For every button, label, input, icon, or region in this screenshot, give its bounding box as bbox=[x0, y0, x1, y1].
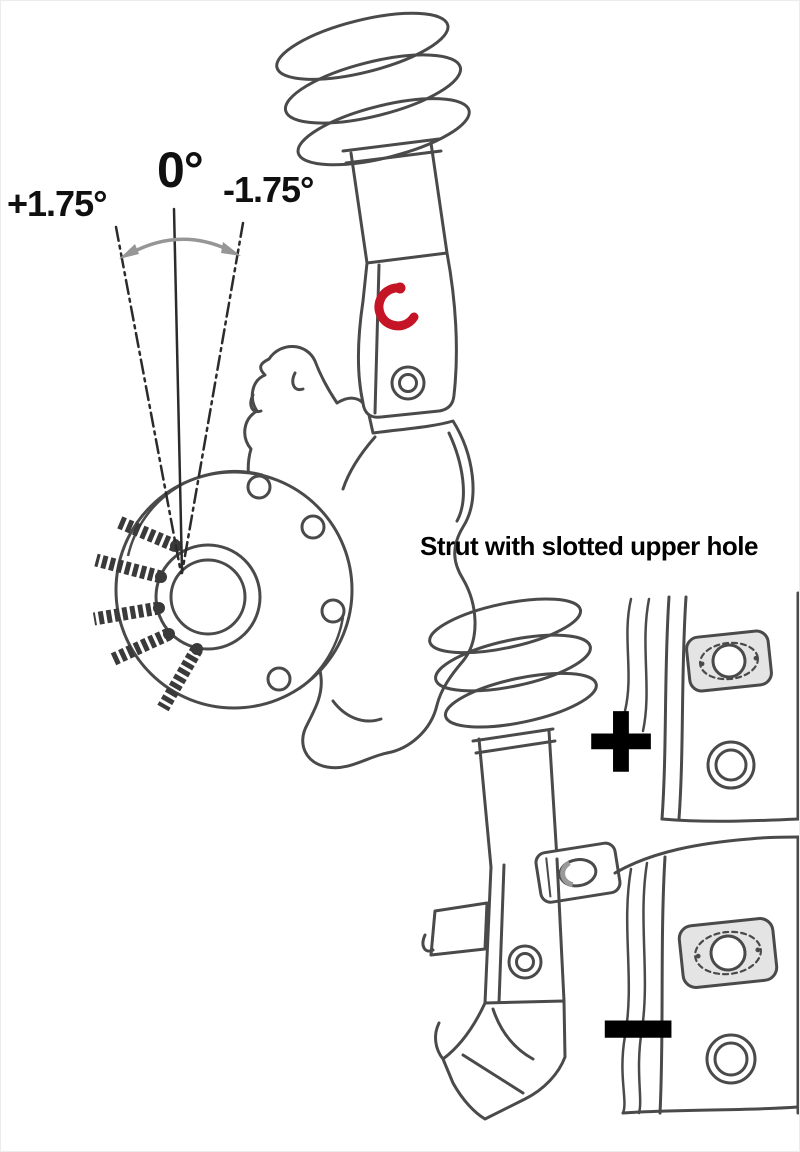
plus-symbol: + bbox=[587, 676, 656, 805]
camber-negative-line bbox=[114, 225, 183, 575]
strut-tube-main bbox=[341, 137, 449, 265]
camber-negative-label: -1.75° bbox=[223, 169, 314, 210]
brand-logo-swirl bbox=[374, 282, 419, 331]
steering-knuckle bbox=[243, 345, 477, 770]
camber-positive-line bbox=[180, 221, 245, 575]
slotted-cam-plate bbox=[534, 841, 622, 904]
diagram-caption: Strut with slotted upper hole bbox=[420, 531, 758, 561]
break-line bbox=[623, 597, 633, 713]
knuckle-fragment-small bbox=[434, 999, 567, 1121]
wheel-stud-bases bbox=[153, 540, 203, 655]
detail-panel-minus bbox=[613, 835, 799, 1115]
camber-center-line bbox=[172, 207, 184, 573]
break-line bbox=[637, 861, 649, 1115]
camber-angle-indicator bbox=[114, 207, 245, 575]
coil-spring-small bbox=[428, 597, 598, 729]
slotted-upper-hole-minus bbox=[677, 917, 779, 989]
slotted-upper-hole-plus bbox=[685, 629, 773, 693]
camber-zero-label: 0° bbox=[157, 142, 204, 198]
minus-symbol: − bbox=[599, 955, 676, 1100]
strut-bracket-main bbox=[357, 251, 458, 419]
strut-tube-small bbox=[471, 727, 559, 869]
break-line bbox=[641, 597, 651, 733]
detail-panel-plus bbox=[623, 591, 799, 823]
strut-bracket-small bbox=[421, 857, 566, 1005]
camber-positive-label: +1.75° bbox=[7, 183, 107, 224]
arrow-head-left bbox=[119, 244, 139, 259]
coil-spring-main bbox=[275, 11, 471, 167]
wheel-hub bbox=[114, 469, 354, 710]
wheel-studs bbox=[92, 516, 203, 712]
break-line bbox=[621, 867, 633, 1115]
camber-arc-arrow bbox=[129, 237, 231, 255]
arrow-head-right bbox=[221, 242, 241, 256]
